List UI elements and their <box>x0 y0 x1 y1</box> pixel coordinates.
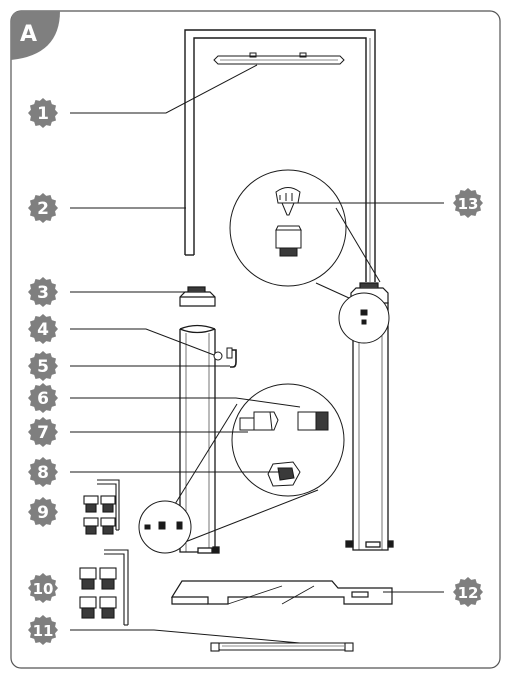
callout-number: 3 <box>37 283 49 303</box>
leader-lines <box>70 64 444 644</box>
callout-badge-8: 8 <box>28 457 58 487</box>
callout-badge-3: 3 <box>28 277 58 307</box>
callout-badge-shape <box>28 383 58 413</box>
callout-number: 2 <box>37 199 49 219</box>
callout-number: 5 <box>37 357 49 377</box>
part-screws-large <box>79 549 129 626</box>
callout-number: 13 <box>458 195 479 213</box>
callout-badge-6: 6 <box>28 383 58 413</box>
callout-badge-4: 4 <box>28 314 58 344</box>
callout-badge-shape <box>28 351 58 381</box>
callout-badge-shape <box>453 188 483 218</box>
part-left-post <box>179 324 220 554</box>
detail-circle-middle <box>138 383 345 554</box>
panel-corner-tab <box>11 11 60 60</box>
callout-badge-shape <box>28 615 58 645</box>
callout-badge-shape <box>28 193 58 223</box>
callout-badge-shape <box>28 98 58 128</box>
part-right-post <box>345 302 394 551</box>
part-screws-small <box>83 479 120 535</box>
callout-badge-shape <box>28 573 58 603</box>
callout-number: 7 <box>37 423 49 443</box>
callout-badge-7: 7 <box>28 417 58 447</box>
detail-circle-top <box>229 169 390 344</box>
callout-number: 8 <box>37 463 49 483</box>
callout-badge-12: 12 <box>453 577 483 607</box>
callout-number: 4 <box>37 320 49 340</box>
panel-letter: A <box>20 22 37 47</box>
part-rail <box>213 52 345 65</box>
callout-badge-5: 5 <box>28 351 58 381</box>
part-bottom-bar <box>210 642 354 652</box>
callout-number: 11 <box>33 622 54 640</box>
callout-number: 9 <box>37 503 49 523</box>
part-top-frame <box>184 29 376 282</box>
callout-number: 12 <box>458 584 479 602</box>
callout-badge-10: 10 <box>28 573 58 603</box>
callout-number: 6 <box>37 389 49 409</box>
callout-badge-shape <box>453 577 483 607</box>
callout-badge-11: 11 <box>28 615 58 645</box>
part-base-plate <box>170 580 393 605</box>
callout-badge-shape <box>28 417 58 447</box>
callout-badge-13: 13 <box>453 188 483 218</box>
callout-badge-9: 9 <box>28 497 58 527</box>
callout-number: 10 <box>33 580 54 598</box>
callout-badge-shape <box>28 314 58 344</box>
callout-badge-1: 1 <box>28 98 58 128</box>
callout-badge-shape <box>28 457 58 487</box>
callout-number: 1 <box>37 104 49 124</box>
diagram-border <box>10 10 501 669</box>
callout-badge-shape <box>28 497 58 527</box>
callout-badge-2: 2 <box>28 193 58 223</box>
callout-badge-shape <box>28 277 58 307</box>
part-nut-hook <box>213 347 237 368</box>
